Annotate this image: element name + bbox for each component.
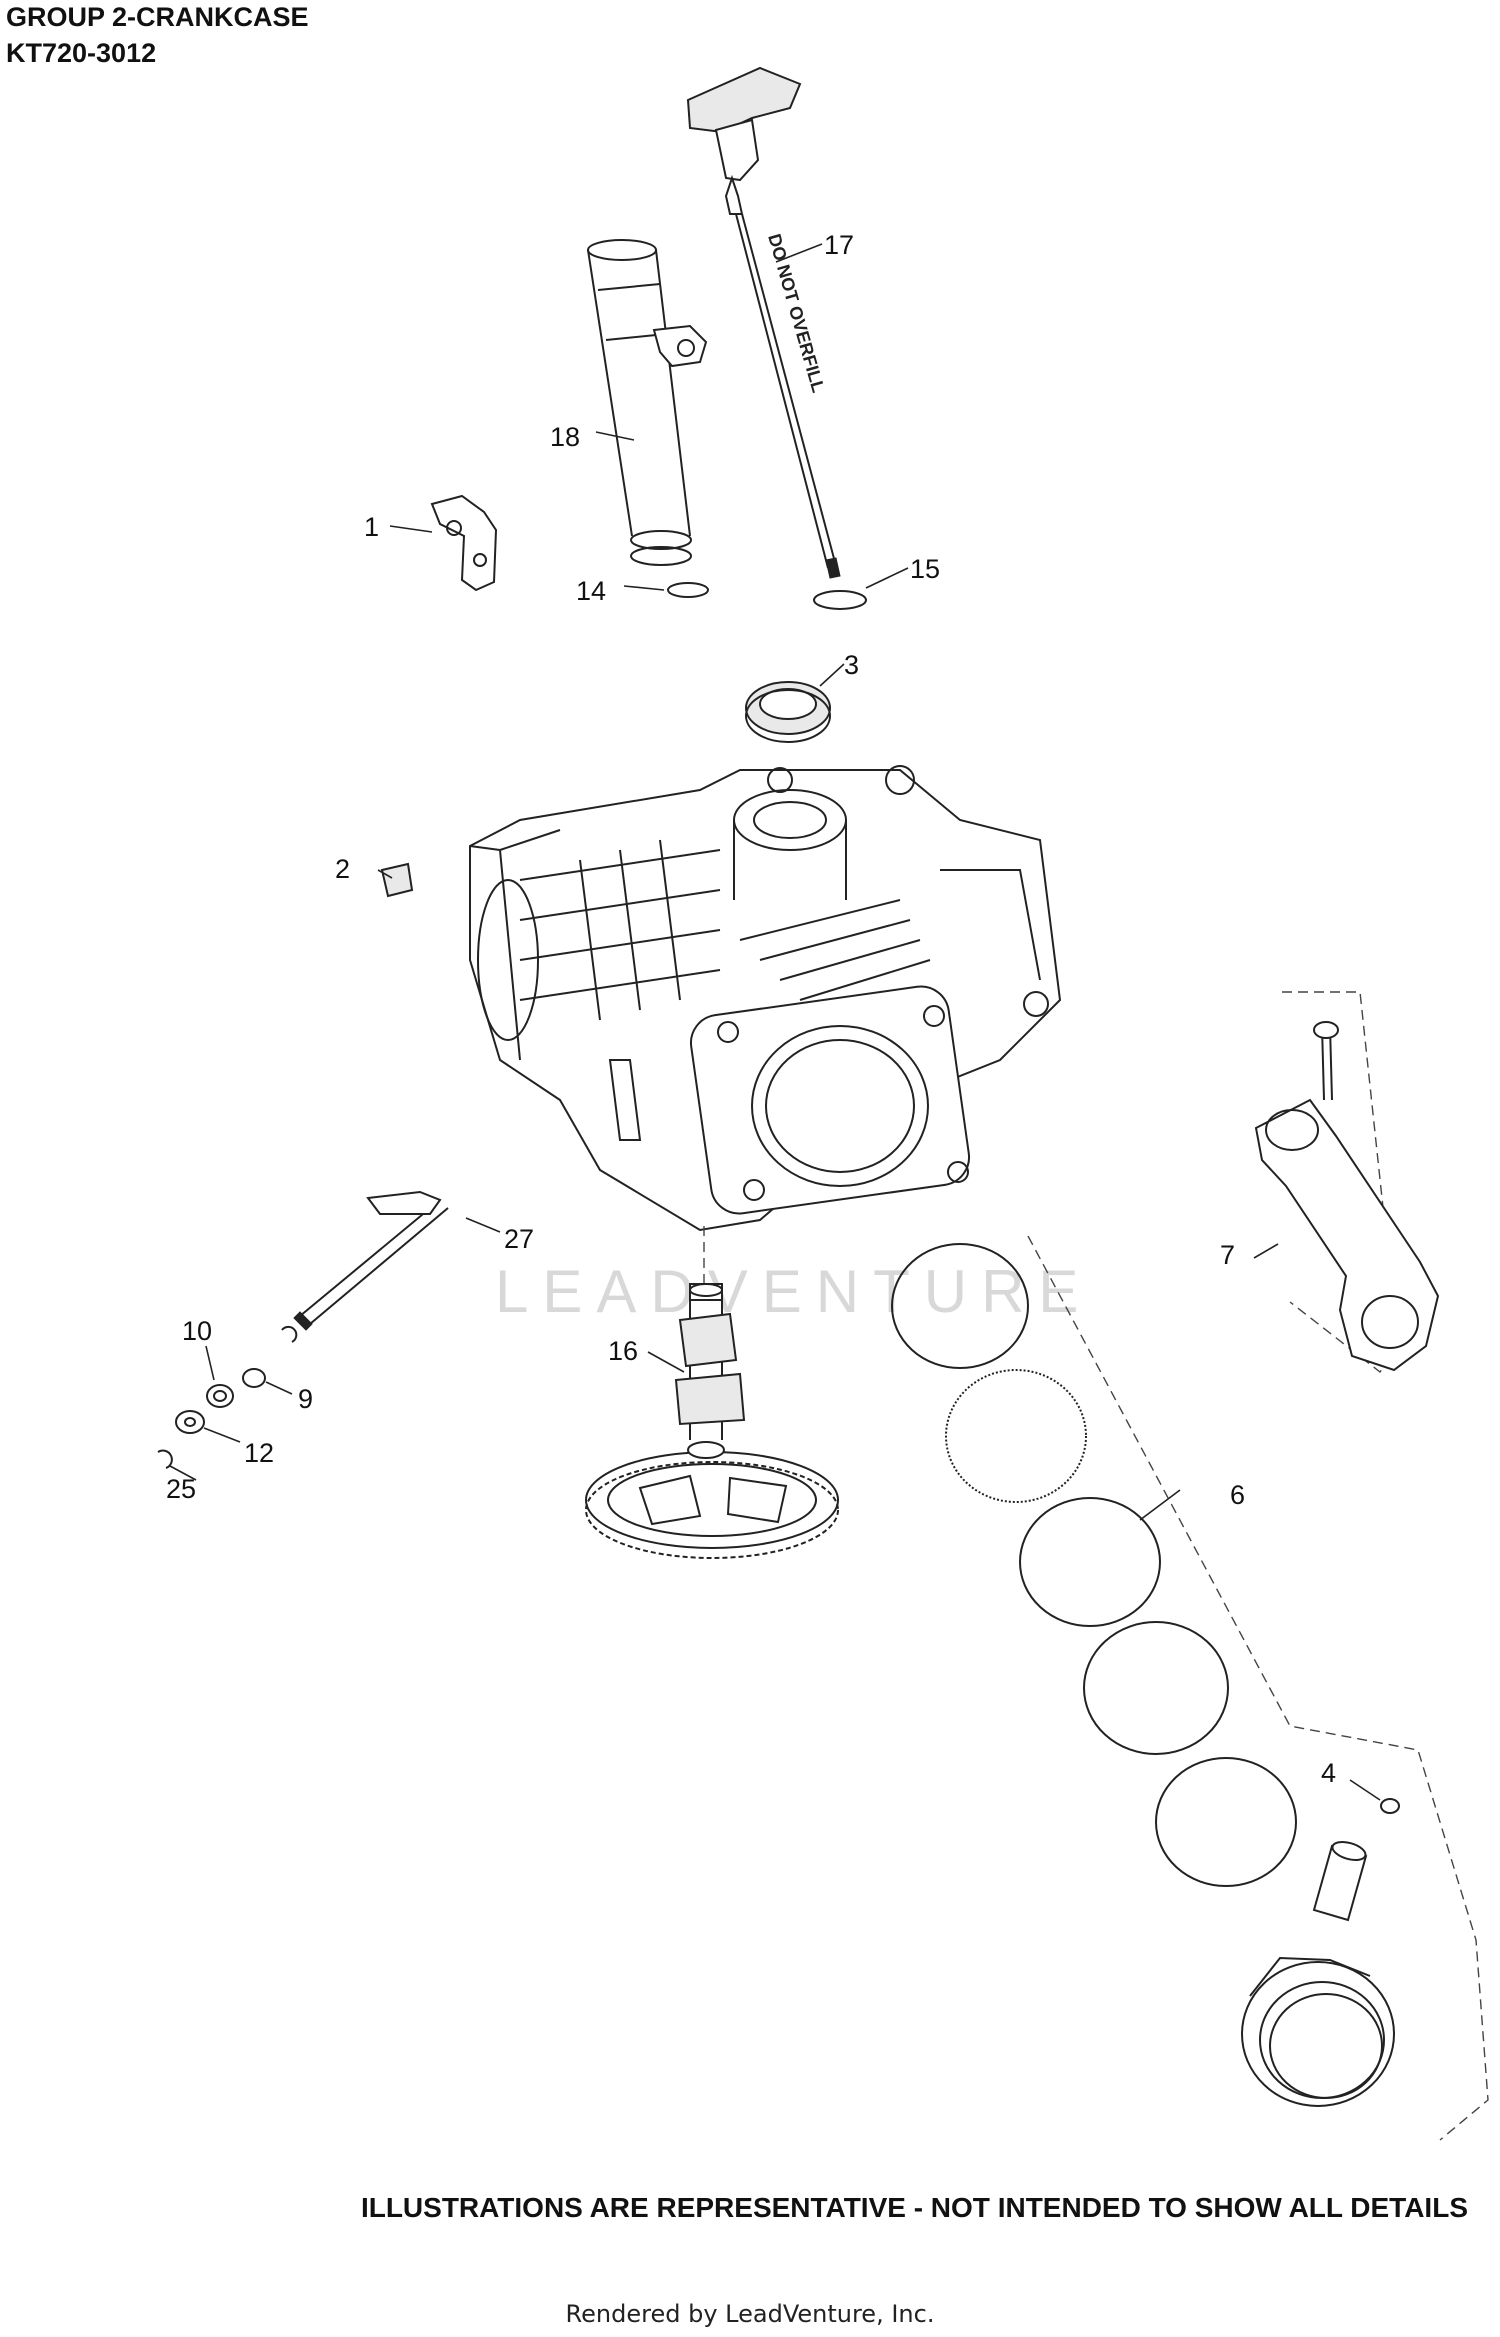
callout-17[interactable]: 17 <box>824 230 854 260</box>
model-number: KT720-3012 <box>6 38 157 68</box>
callout-6[interactable]: 6 <box>1230 1480 1245 1510</box>
o-ring-14[interactable] <box>667 582 709 598</box>
dipstick-label: DO NOT OVERFILL <box>764 232 828 395</box>
dowel-pin-part[interactable] <box>380 862 414 898</box>
dipstick-tube-part[interactable] <box>587 239 708 566</box>
callout-25[interactable]: 25 <box>166 1474 196 1504</box>
callout-7[interactable]: 7 <box>1220 1240 1235 1270</box>
oil-seal-part[interactable] <box>745 681 831 743</box>
camshaft-part[interactable] <box>585 1283 839 1559</box>
dipstick-part[interactable]: DO NOT OVERFILL <box>686 66 841 579</box>
callout-10[interactable]: 10 <box>182 1316 212 1346</box>
watermark-text: LEADVENTURE <box>495 1258 1092 1325</box>
clip-25[interactable] <box>157 1449 173 1469</box>
crankcase-block[interactable] <box>469 765 1062 1232</box>
piston-part[interactable] <box>1241 1956 1395 2107</box>
disclaimer-label: ILLUSTRATIONS ARE REPRESENTATIVE - NOT I… <box>360 2192 1468 2223</box>
group-title: GROUP 2-CRANKCASE <box>6 2 309 32</box>
callout-1[interactable]: 1 <box>364 512 379 542</box>
piston-rings[interactable] <box>891 1243 1297 1887</box>
callout-9[interactable]: 9 <box>298 1384 313 1414</box>
callout-16[interactable]: 16 <box>608 1336 638 1366</box>
callout-14[interactable]: 14 <box>576 576 606 606</box>
rendered-by-footer: Rendered by LeadVenture, Inc. <box>565 2300 935 2328</box>
callout-27[interactable]: 27 <box>504 1224 534 1254</box>
callout-2[interactable]: 2 <box>335 854 350 884</box>
disclaimer-text: ILLUSTRATIONS ARE REPRESENTATIVE - NOT I… <box>0 2192 1500 2224</box>
bracket-part[interactable] <box>430 494 498 592</box>
callout-15[interactable]: 15 <box>910 554 940 584</box>
callout-12[interactable]: 12 <box>244 1438 274 1468</box>
piston-pin-part[interactable] <box>1312 1839 1368 1922</box>
washer-12[interactable] <box>175 1410 205 1434</box>
callout-4[interactable]: 4 <box>1321 1758 1336 1788</box>
washer-10[interactable] <box>206 1384 234 1408</box>
o-ring-15[interactable] <box>813 590 867 610</box>
callout-3[interactable]: 3 <box>844 650 859 680</box>
ring-set-boundary <box>1027 1235 1489 2141</box>
piston-pin-clip[interactable] <box>1380 1798 1400 1814</box>
governor-shaft-part[interactable] <box>281 1190 449 1343</box>
callout-18[interactable]: 18 <box>550 422 580 452</box>
connecting-rod-part[interactable] <box>1254 1021 1440 1372</box>
ring-9[interactable] <box>242 1368 266 1388</box>
